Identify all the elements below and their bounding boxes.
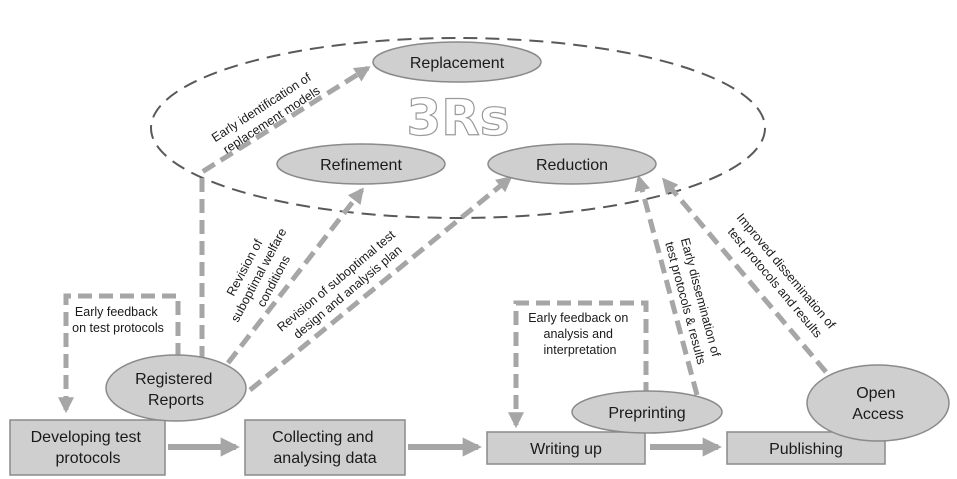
- svg-text:Registered Reports: Registered Reports: [135, 371, 217, 409]
- node-collecting-line1: Collecting and: [272, 429, 373, 446]
- label-revision-design: Revision of suboptimal test design and a…: [274, 225, 410, 346]
- node-reduction: Reduction: [487, 143, 657, 185]
- svg-text:Developing test protocol: Developing test protocols: [31, 429, 146, 467]
- node-registered-line2: Reports: [148, 392, 204, 409]
- node-collecting-line2: analysing data: [273, 450, 376, 467]
- node-preprinting: Preprinting: [571, 390, 723, 434]
- arrow-feedback-protocols-loop: [57, 293, 181, 414]
- node-refinement: Refinement: [276, 143, 446, 185]
- node-open-access: Open Access: [806, 364, 950, 442]
- arrow-feedback-analysis-loop: [507, 300, 649, 429]
- node-registered-line1: Registered: [135, 371, 212, 388]
- node-developing-line1: Developing test: [31, 429, 142, 446]
- node-writing-up-label: Writing up: [530, 441, 602, 458]
- arrow-registered-to-replacement: [199, 65, 371, 360]
- svg-text:Open Access: Open Access: [852, 385, 904, 423]
- node-reduction-label: Reduction: [536, 157, 608, 174]
- node-developing-line2: protocols: [56, 450, 121, 467]
- arrow-registered-to-refinement: [226, 187, 364, 365]
- node-publishing-label: Publishing: [769, 441, 843, 458]
- node-open-access-line2: Access: [852, 406, 904, 423]
- node-developing-test-protocols: Developing test protocols: [9, 419, 166, 476]
- node-replacement: Replacement: [372, 41, 542, 83]
- 3rs-boundary-ellipse: [150, 37, 766, 219]
- node-registered-reports: Registered Reports: [105, 354, 247, 422]
- node-refinement-label: Refinement: [320, 157, 402, 174]
- label-early-identification: Early identification of replacement mode…: [209, 68, 325, 158]
- arrow-preprinting-to-reduction: [634, 174, 700, 396]
- arrow-registered-to-reduction: [248, 175, 513, 392]
- label-improved-dissemination: Improved dissemination of test protocols…: [721, 211, 840, 345]
- node-collecting-analysing: Collecting and analysing data: [244, 419, 406, 476]
- node-preprinting-label: Preprinting: [608, 405, 685, 422]
- node-open-access-line1: Open: [856, 385, 895, 402]
- label-early-feedback-analysis: Early feedback on analysis and interpret…: [528, 311, 632, 357]
- node-writing-up: Writing up: [486, 431, 646, 465]
- svg-text:Collecting and analysing: Collecting and analysing data: [272, 429, 378, 467]
- node-replacement-label: Replacement: [410, 55, 505, 72]
- 3rs-title: 3Rs: [406, 89, 509, 147]
- label-early-feedback-protocols: Early feedback on test protocols: [72, 305, 164, 335]
